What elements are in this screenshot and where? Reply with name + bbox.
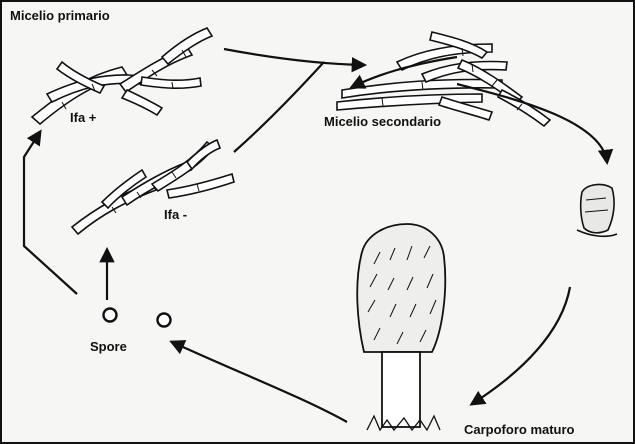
mature-fruiting-body-label: Carpoforo maturo [464, 422, 575, 437]
primary-mycelium-label: Micelio primario [10, 8, 110, 23]
spores-drawing [104, 309, 171, 327]
hypha-minus-drawing [72, 140, 234, 234]
hypha-minus-label: Ifa - [164, 207, 187, 222]
spores-label: Spore [90, 339, 127, 354]
secondary-mycelium-label: Micelio secondario [324, 114, 441, 129]
primary-mycelium-hyphae [32, 28, 212, 124]
hypha-plus-label: Ifa + [70, 110, 96, 125]
mature-mushroom-drawing [357, 224, 445, 430]
young-primordium-drawing [577, 185, 617, 237]
